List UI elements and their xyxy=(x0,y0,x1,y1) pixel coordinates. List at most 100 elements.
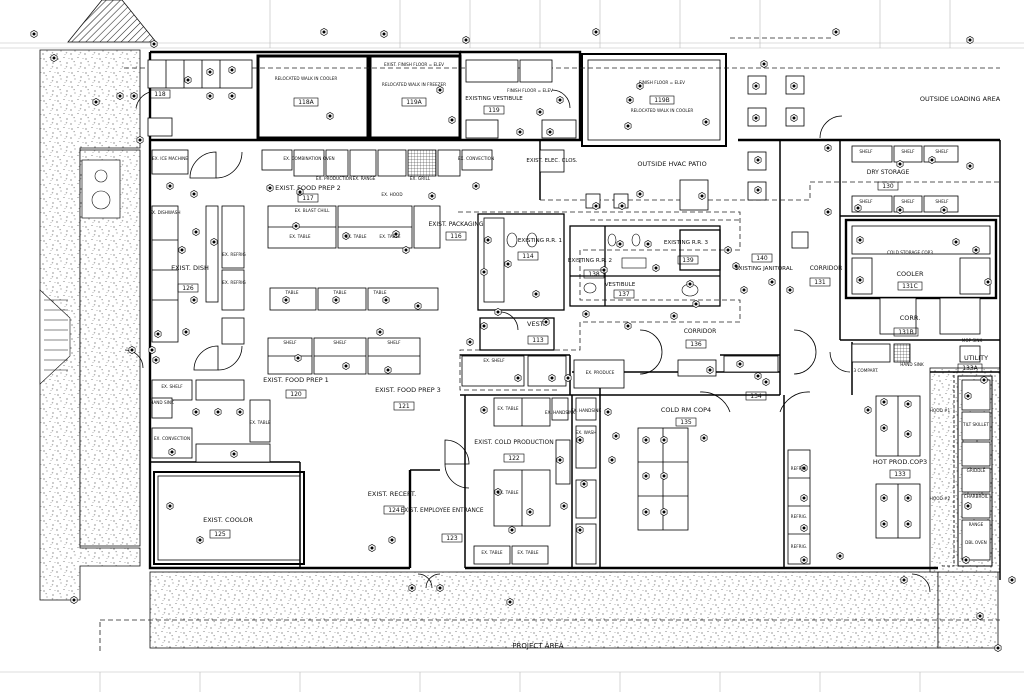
equipment-label-e3: EX. PRODUCTION xyxy=(316,176,352,181)
room-113-label: VEST. xyxy=(527,320,545,328)
room-113-num: 113 xyxy=(532,337,544,344)
callout-tag-dot xyxy=(394,232,398,236)
room-138-num: 138 xyxy=(588,271,600,278)
callout-tag-dot xyxy=(966,394,970,398)
project-boundary xyxy=(99,37,1000,652)
room-123-num: 123 xyxy=(446,535,458,542)
callout-tag-dot xyxy=(968,38,972,42)
room-126-num: 126 xyxy=(182,285,194,292)
callout-tag-dot xyxy=(534,292,538,296)
outside-hvac-patio-label: OUTSIDE HVAC PATIO xyxy=(637,160,706,168)
equipment-label-e40: REFRIG. xyxy=(791,466,808,471)
callout-tag-dot xyxy=(482,324,486,328)
callout-tag-dot xyxy=(594,30,598,34)
callout-tag-dot xyxy=(700,194,704,198)
equipment-label-e35: SHELF xyxy=(901,149,915,154)
room-126-label: EXIST. DISH xyxy=(171,264,209,272)
callout-tag-dot xyxy=(610,458,614,462)
entry-ramp xyxy=(39,289,71,385)
equipment-label-e17: EX. DISHWASH xyxy=(149,210,180,215)
room-130-num: 130 xyxy=(882,183,894,190)
equipment-label-e49: HOOD #2 xyxy=(930,496,951,501)
callout-tag-dot xyxy=(482,270,486,274)
room-119-num: 119 xyxy=(488,107,500,114)
callout-tag-dot xyxy=(662,474,666,478)
callout-tag-dot xyxy=(802,558,806,562)
callout-tag-dot xyxy=(194,230,198,234)
callout-tag-dot xyxy=(578,438,582,442)
callout-tag-dot xyxy=(996,646,1000,650)
callout-tag-dot xyxy=(802,496,806,500)
callout-tag-dot xyxy=(826,146,830,150)
equipment-label-e13: TABLE xyxy=(373,290,387,295)
elec-closet-label: EXIST. ELEC. CLOS. xyxy=(526,158,577,164)
callout-tag-dot xyxy=(450,118,454,122)
equipment-label-e44: GRIDDLE xyxy=(967,468,986,473)
equipment-label-e12: TABLE xyxy=(333,290,347,295)
callout-tag-dot xyxy=(72,598,76,602)
callout-tag-dot xyxy=(792,116,796,120)
callout-tag-dot xyxy=(644,510,648,514)
callout-tag-dot xyxy=(954,240,958,244)
equipment-label-e52: MOP SINK xyxy=(962,338,983,343)
callout-tag-dot xyxy=(382,32,386,36)
equipment-label-e14: SHELF xyxy=(283,340,297,345)
equipment-label-e20: EX. REFRIG xyxy=(222,280,246,285)
room-123-label: EXIST. EMPLOYEE ENTRANCE xyxy=(400,508,483,514)
room-135-num: 135 xyxy=(680,419,692,426)
equipment-label-e33: EX. WASH xyxy=(576,430,597,435)
callout-tag-dot xyxy=(150,348,154,352)
equipment-label-e32: EX. HANDSINK xyxy=(571,408,602,413)
equipment-label-e42: REFRIG. xyxy=(791,544,808,549)
room-131b-num: 131B xyxy=(898,329,914,336)
callout-tag-dot xyxy=(118,94,122,98)
callout-tag-dot xyxy=(866,408,870,412)
callout-tag-dot xyxy=(496,490,500,494)
room-118-num: 118 xyxy=(154,91,166,98)
callout-tag-dot xyxy=(192,298,196,302)
room-117-label: EXIST. FOOD PREP 2 xyxy=(275,184,341,192)
callout-tag-dot xyxy=(858,278,862,282)
callout-tag-dot xyxy=(906,402,910,406)
callout-tag-dot xyxy=(296,356,300,360)
callout-tag-dot xyxy=(802,526,806,530)
callout-tag-dot xyxy=(558,458,562,462)
room-125-num: 125 xyxy=(214,531,226,538)
callout-tag-dot xyxy=(328,114,332,118)
callout-tag-dot xyxy=(662,510,666,514)
room-114-label: EXISTING R.R. 1 xyxy=(518,238,563,244)
room-119a-note: EXIST. FINISH FLOOR = ELEV xyxy=(384,62,444,67)
callout-tag-dot xyxy=(742,288,746,292)
room-135-label: COLD RM COP4 xyxy=(661,406,711,414)
room-119b-note: FINISH FLOOR = ELEV xyxy=(639,80,685,85)
callout-tag-dot xyxy=(834,30,838,34)
room-121-label: EXIST. FOOD PREP 3 xyxy=(375,386,441,394)
room-124-num: 124 xyxy=(388,507,400,514)
equipment-label-e30: EX. TABLE xyxy=(517,550,538,555)
callout-tag-dot xyxy=(230,94,234,98)
callout-tag-dot xyxy=(584,312,588,316)
equipment-label-e22: EX. CONVECTION xyxy=(154,436,190,441)
callout-tag-dot xyxy=(544,320,548,324)
equipment-label-e34: SHELF xyxy=(859,149,873,154)
equipment-label-e23: EX. SHELF xyxy=(161,384,183,389)
room-133a-label: UTILITY xyxy=(964,354,988,362)
callout-tag-dot xyxy=(232,452,236,456)
equipment-label-e36: SHELF xyxy=(935,149,949,154)
callout-tag-dot xyxy=(562,504,566,508)
callout-tag-dot xyxy=(756,374,760,378)
callout-tag-dot xyxy=(646,242,650,246)
room-125-label: EXIST. COOLOR xyxy=(203,516,253,524)
equipment-label-e37: SHELF xyxy=(859,199,873,204)
callout-tag-dot xyxy=(978,614,982,618)
equipment-label-e45: CHARBROIL xyxy=(964,494,989,499)
equipment-label-e9: EX. TABLE xyxy=(345,234,366,239)
callout-tag-dot xyxy=(208,70,212,74)
equipment-label-e28: EX. TABLE xyxy=(497,490,518,495)
callout-tag-dot xyxy=(754,84,758,88)
room-118a-num: 118A xyxy=(298,99,314,106)
equipment-label-e11: TABLE xyxy=(285,290,299,295)
callout-tag-dot xyxy=(688,282,692,286)
callout-tag-dot xyxy=(268,186,272,190)
